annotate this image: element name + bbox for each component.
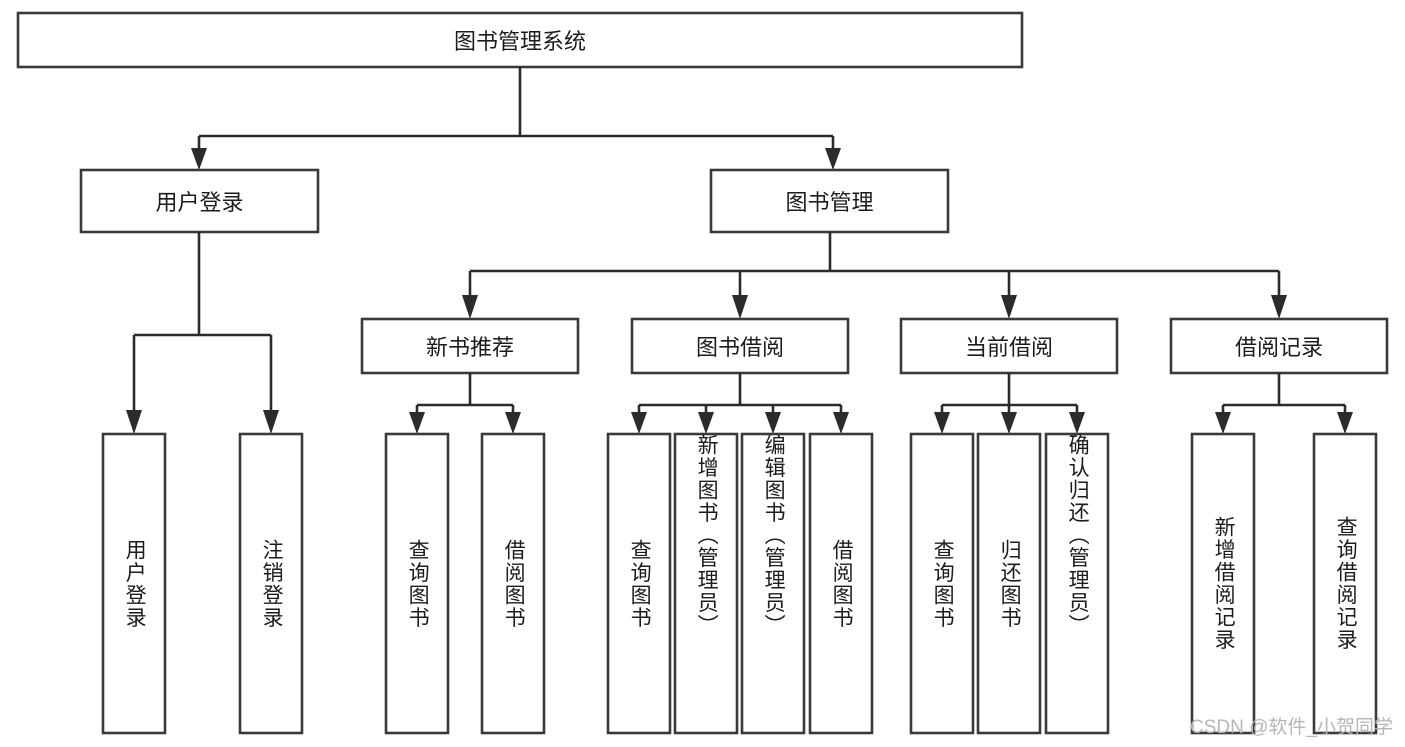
node-book-manage[interactable] — [709, 168, 950, 234]
arrowhead-leaf-borrow-book-2 — [833, 412, 849, 434]
node-leaf-query-book-2[interactable] — [606, 432, 672, 735]
arrowhead-borrow-record — [1271, 295, 1287, 319]
node-leaf-add-book[interactable] — [673, 432, 739, 735]
arrowhead-user-login — [191, 148, 207, 170]
node-leaf-query-book-3[interactable] — [909, 432, 975, 735]
arrowhead-leaf-confirm-return — [1069, 412, 1085, 434]
arrowhead-leaf-borrow-book-1 — [505, 412, 521, 434]
node-leaf-return-book[interactable] — [976, 432, 1042, 735]
node-leaf-borrow-book-1[interactable] — [480, 432, 546, 735]
node-new-book-recommend[interactable] — [360, 317, 580, 375]
node-leaf-confirm-return[interactable] — [1044, 432, 1110, 735]
arrowhead-leaf-add-record — [1215, 412, 1231, 434]
node-book-borrow[interactable] — [630, 317, 850, 375]
node-leaf-query-book-1[interactable] — [384, 432, 450, 735]
node-leaf-query-record[interactable] — [1312, 432, 1378, 735]
arrowhead-leaf-add-book — [698, 412, 714, 434]
arrowhead-current-borrow — [1001, 295, 1017, 319]
arrowhead-leaf-query-book-3 — [934, 412, 950, 434]
arrowhead-leaf-logout-login — [263, 410, 279, 434]
node-leaf-edit-book[interactable] — [740, 432, 806, 735]
arrowhead-book-borrow — [732, 295, 748, 319]
arrowhead-leaf-query-book-1 — [409, 412, 425, 434]
node-root-book-management-system[interactable] — [16, 11, 1024, 69]
node-borrow-record[interactable] — [1169, 317, 1389, 375]
arrowhead-new-book-recommend — [462, 295, 478, 319]
node-leaf-user-login[interactable] — [101, 432, 167, 735]
node-leaf-borrow-book-2[interactable] — [808, 432, 874, 735]
arrowhead-leaf-return-book — [1001, 412, 1017, 434]
arrowhead-book-manage — [825, 148, 841, 170]
arrowhead-leaf-user-login — [126, 410, 142, 434]
arrowhead-leaf-edit-book — [765, 412, 781, 434]
node-user-login[interactable] — [79, 168, 320, 234]
node-current-borrow[interactable] — [899, 317, 1119, 375]
node-leaf-add-record[interactable] — [1190, 432, 1256, 735]
arrowhead-leaf-query-record — [1337, 412, 1353, 434]
arrowhead-leaf-query-book-2 — [631, 412, 647, 434]
node-leaf-logout-login[interactable] — [238, 432, 304, 735]
